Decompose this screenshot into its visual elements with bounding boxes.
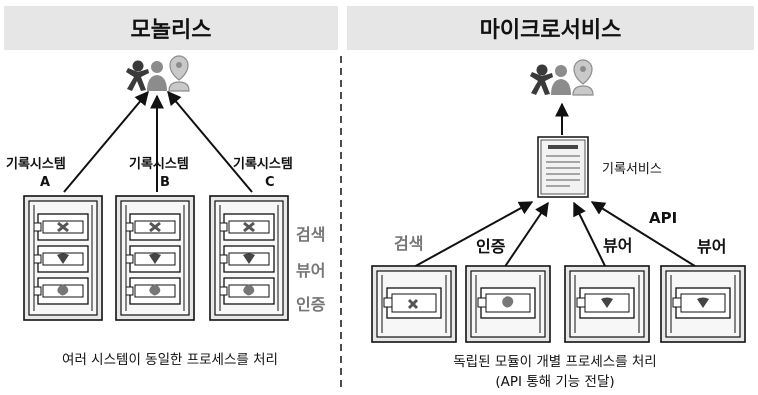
- system-letter-b: B: [160, 175, 170, 190]
- monolith-server-c: [208, 194, 290, 322]
- arrow-system-a: [63, 90, 149, 193]
- micro-caption-line2: (API 통해 기능 전달): [495, 374, 614, 390]
- user-group-icon: [125, 55, 190, 92]
- system-letter-c: C: [265, 175, 275, 190]
- system-label-a: 기록시스템: [6, 157, 66, 172]
- module-label-viewer-2: 뷰어: [697, 237, 726, 256]
- arrow-module-search: [411, 201, 534, 269]
- arrow-module-viewer-2: [590, 201, 699, 269]
- arrow-system-c: [167, 90, 253, 193]
- user-group-icon-micro: [529, 59, 594, 96]
- module-box-auth: [465, 265, 551, 343]
- api-label: API: [649, 209, 677, 227]
- monolith-title: 모놀리스: [130, 18, 212, 43]
- micro-caption-line1: 독립된 모듈이 개별 프로세스를 처리: [453, 354, 656, 370]
- monolith-server-b: [114, 194, 196, 322]
- microservices-title: 마이크로서비스: [479, 18, 622, 43]
- system-letter-a: A: [40, 175, 50, 190]
- module-box-viewer-2: [660, 265, 746, 343]
- monolith-server-a: [22, 194, 104, 322]
- module-label-viewer-1: 뷰어: [603, 236, 632, 255]
- document-icon: [537, 136, 589, 198]
- feature-viewer-label: 뷰어: [296, 261, 325, 280]
- module-box-search: [371, 265, 457, 343]
- monolith-caption: 여러 시스템이 동일한 프로세스를 처리: [62, 352, 278, 368]
- feature-auth-label: 인증: [296, 295, 326, 314]
- record-service-label: 기록서비스: [602, 162, 662, 177]
- arrow-module-viewer-1: [573, 201, 607, 269]
- arrow-module-auth: [503, 201, 549, 269]
- monolith-header: 모놀리스: [4, 6, 338, 50]
- module-label-search: 검색: [394, 234, 423, 253]
- feature-search-label: 검색: [296, 225, 325, 244]
- microservices-header: 마이크로서비스: [347, 6, 754, 50]
- system-label-b: 기록시스템: [129, 157, 189, 172]
- system-label-c: 기록시스템: [233, 157, 293, 172]
- module-box-viewer-1: [564, 265, 650, 343]
- module-label-auth: 인증: [476, 237, 506, 256]
